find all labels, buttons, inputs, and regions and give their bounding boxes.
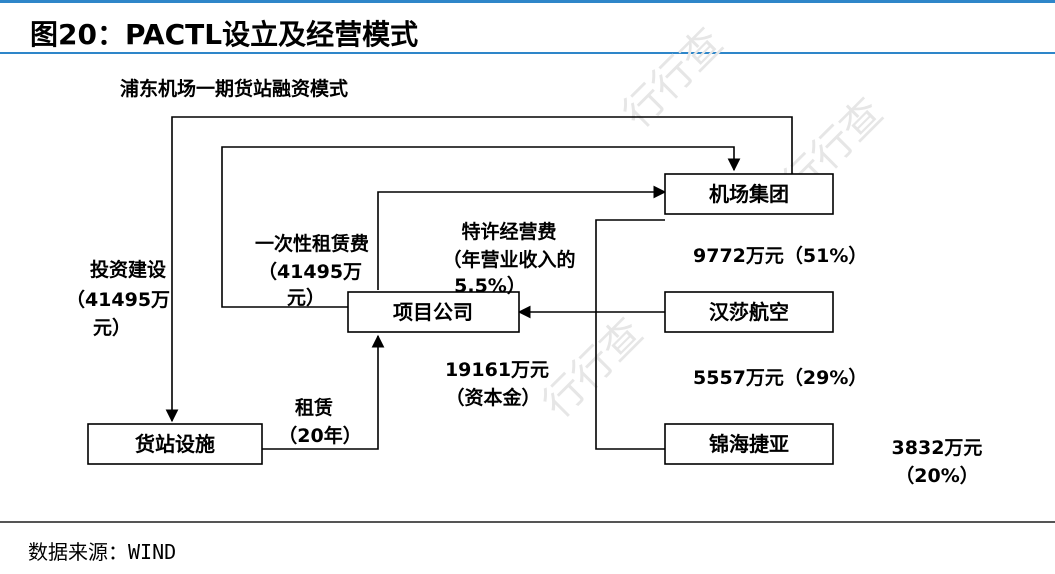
franchise-line-2: （年营业收入的 bbox=[442, 248, 575, 271]
box-cargo-facility: 货站设施 bbox=[87, 423, 263, 465]
project-company-label: 项目公司 bbox=[393, 300, 473, 324]
lease-fee-label: 一次性租赁费 （41495万 元） bbox=[255, 232, 369, 309]
box-airport-group: 机场集团 bbox=[664, 173, 834, 215]
airport-group-label: 机场集团 bbox=[709, 182, 789, 206]
lufthansa-label: 汉莎航空 bbox=[709, 300, 789, 324]
diagram-subtitle: 浦东机场一期货站融资模式 bbox=[120, 77, 348, 100]
invest-line-1: 投资建设 bbox=[90, 258, 166, 281]
invest-label: 投资建设 （41495万 元） bbox=[66, 258, 170, 339]
lease-fee-line-3: 元） bbox=[287, 286, 325, 309]
capital-label: 19161万元 （资本金） bbox=[445, 359, 549, 409]
svg-text:行行查: 行行查 bbox=[615, 20, 732, 137]
arrow-franchise bbox=[377, 185, 667, 290]
source-note: 数据来源：WIND bbox=[28, 540, 177, 564]
invest-line-2: （41495万 bbox=[66, 288, 170, 311]
bottom-rule bbox=[0, 521, 1055, 523]
arrow-invest bbox=[165, 116, 793, 423]
figure-title: 图20：PACTL设立及经营模式 bbox=[30, 18, 419, 51]
svg-text:行行查: 行行查 bbox=[535, 310, 652, 427]
invest-line-3: 元） bbox=[93, 316, 131, 339]
rent-line-1: 租赁 bbox=[295, 396, 333, 419]
box-project-company: 项目公司 bbox=[347, 291, 520, 333]
box-lufthansa: 汉莎航空 bbox=[664, 291, 834, 333]
arrow-lease-fee bbox=[221, 146, 741, 308]
capital-line-1: 19161万元 bbox=[445, 359, 549, 381]
title-underline bbox=[0, 52, 1055, 54]
watermark: 行行查 行行查 行行查 bbox=[535, 20, 892, 427]
connectors bbox=[165, 116, 793, 450]
jinhai-share-line-1: 3832万元 bbox=[892, 437, 983, 459]
lease-fee-line-2: （41495万 bbox=[258, 260, 362, 283]
franchise-line-1: 特许经营费 bbox=[461, 220, 556, 243]
jinhai-share-label: 3832万元 （20%） bbox=[892, 437, 983, 487]
jinhai-share-line-2: （20%） bbox=[895, 464, 978, 487]
title-bar: 图20：PACTL设立及经营模式 bbox=[0, 3, 1055, 55]
cargo-facility-label: 货站设施 bbox=[135, 432, 215, 456]
airport-share-label: 9772万元（51%） bbox=[693, 244, 867, 267]
shareholder-bus bbox=[595, 219, 665, 450]
box-jinhai: 锦海捷亚 bbox=[664, 423, 834, 465]
top-rule bbox=[0, 0, 1055, 3]
lufthansa-share-label: 5557万元（29%） bbox=[693, 366, 867, 389]
arrow-rent bbox=[262, 334, 385, 450]
jinhai-label: 锦海捷亚 bbox=[709, 432, 789, 456]
capital-line-2: （资本金） bbox=[445, 386, 540, 409]
rent-line-2: （20年） bbox=[278, 424, 361, 447]
rent-label: 租赁 （20年） bbox=[278, 396, 361, 447]
lease-fee-line-1: 一次性租赁费 bbox=[255, 232, 369, 255]
franchise-line-3: 5.5%） bbox=[454, 274, 526, 297]
franchise-label: 特许经营费 （年营业收入的 5.5%） bbox=[442, 220, 575, 297]
